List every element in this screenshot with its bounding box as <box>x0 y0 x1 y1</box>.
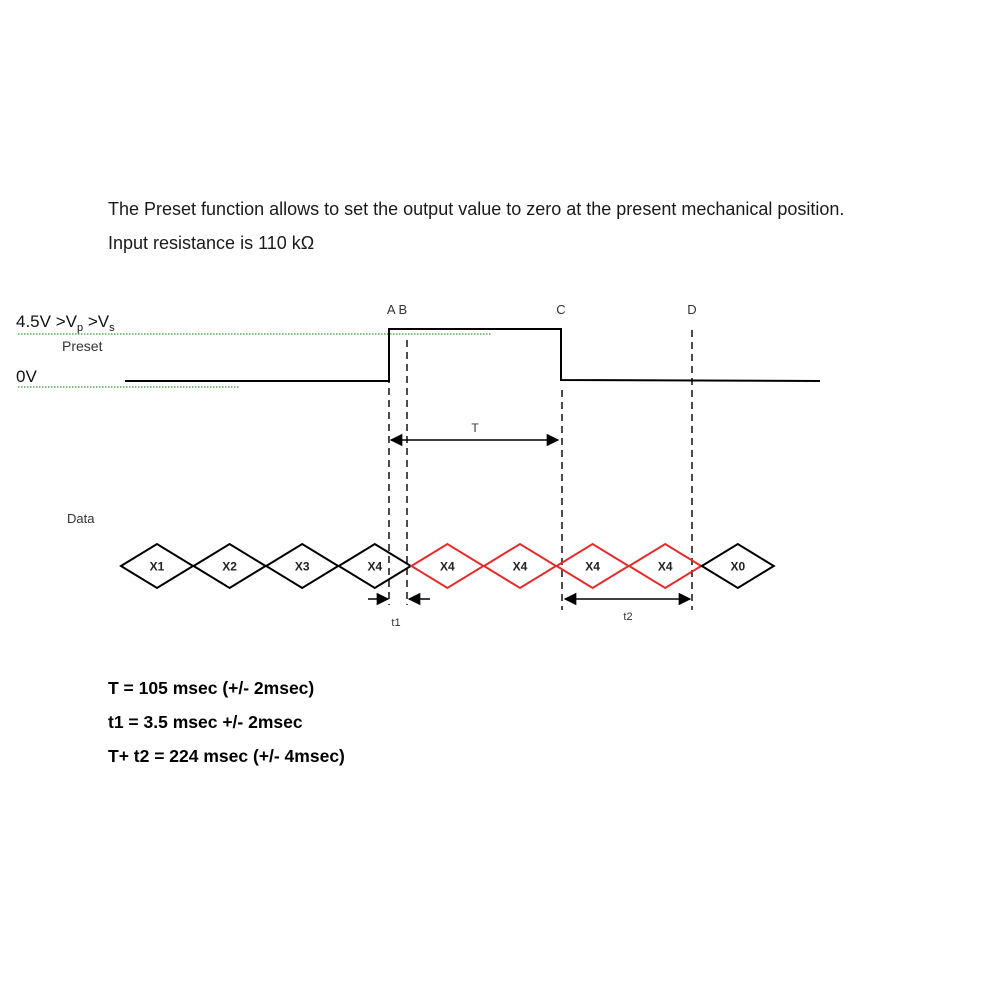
data-cell-label: X4 <box>367 560 382 574</box>
level-high-label: 4.5V >Vp >Vs <box>16 312 115 334</box>
formula-t: T = 105 msec (+/- 2msec) <box>108 678 315 698</box>
data-cell-label: X2 <box>222 560 237 574</box>
data-cell-label: X1 <box>150 560 165 574</box>
data-cell-label: X0 <box>730 560 745 574</box>
preset-waveform <box>125 328 821 382</box>
data-cell-label: X3 <box>295 560 310 574</box>
interval-t-label: T <box>471 421 479 435</box>
data-cell-diamond <box>699 542 776 590</box>
marker-c: C <box>556 302 565 317</box>
formula-t1: t1 = 3.5 msec +/- 2msec <box>108 712 303 732</box>
marker-ab: A B <box>387 302 407 317</box>
interval-t1-label: t1 <box>391 617 400 629</box>
marker-d: D <box>687 302 696 317</box>
interval-t2-label: t2 <box>623 611 632 623</box>
formula-t-plus-t2: T+ t2 = 224 msec (+/- 4msec) <box>108 746 345 766</box>
data-cell-label: X4 <box>513 560 528 574</box>
preset-label: Preset <box>62 338 103 354</box>
data-cell-label: X4 <box>658 560 673 574</box>
data-cell-label: X4 <box>440 560 455 574</box>
intro-text-line-2: Input resistance is 110 kΩ <box>108 233 315 253</box>
data-label: Data <box>67 511 95 526</box>
data-cells: X1 X2 X3 X4 X4 X4 X4 X4 X0 <box>119 542 776 590</box>
data-cell-label: X4 <box>585 560 600 574</box>
intro-text-line-1: The Preset function allows to set the ou… <box>108 199 845 219</box>
level-low-label: 0V <box>16 367 37 386</box>
